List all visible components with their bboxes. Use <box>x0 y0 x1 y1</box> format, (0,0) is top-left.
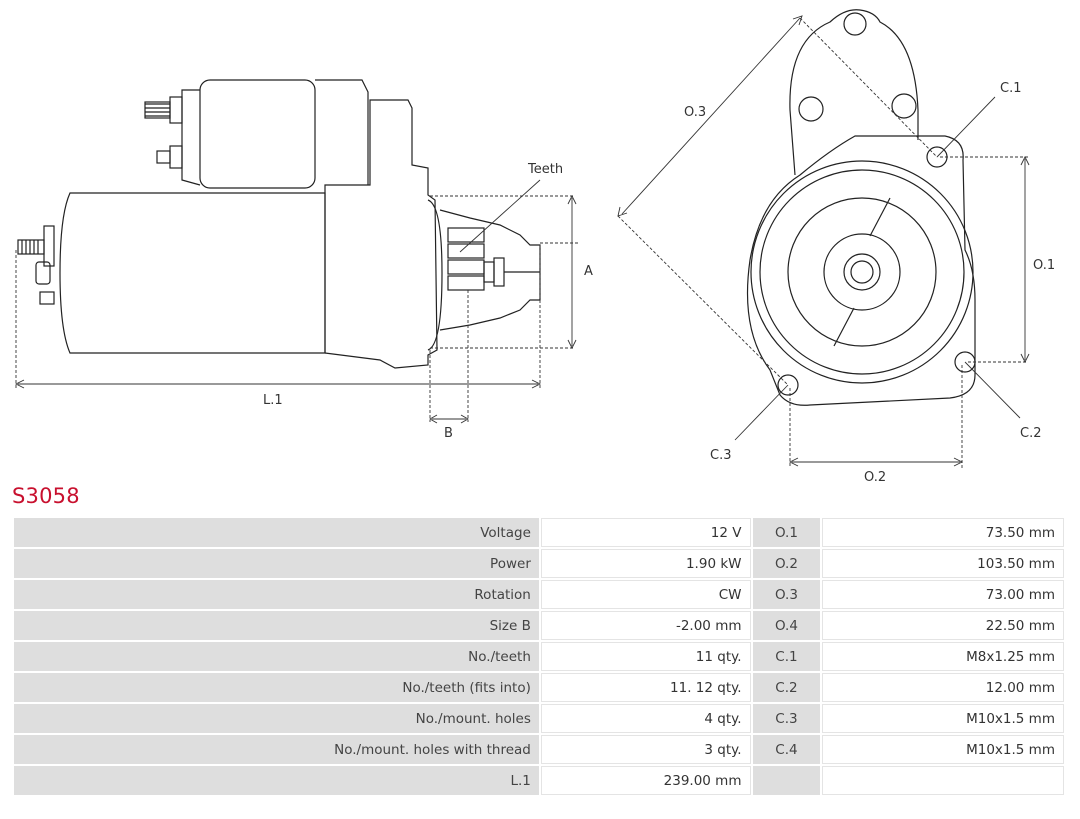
label-c3: C.3 <box>710 448 731 463</box>
spec-key: C.3 <box>752 704 821 733</box>
label-c1: C.1 <box>1000 81 1021 96</box>
spec-value: 3 qty. <box>540 735 751 764</box>
spec-key: O.3 <box>752 580 821 609</box>
spec-key: C.1 <box>752 642 821 671</box>
spec-label: Power <box>14 549 539 578</box>
front-view-dimensions <box>617 15 1030 468</box>
spec-key-value: M10x1.5 mm <box>822 704 1064 733</box>
spec-key: O.4 <box>752 611 821 640</box>
label-b: B <box>444 426 453 441</box>
label-c2: C.2 <box>1020 426 1041 441</box>
spec-value: 4 qty. <box>540 704 751 733</box>
spec-label: No./teeth (fits into) <box>14 673 539 702</box>
label-o3: O.3 <box>684 105 706 120</box>
spec-value: 12 V <box>540 518 751 547</box>
spec-label: Rotation <box>14 580 539 609</box>
spec-value: -2.00 mm <box>540 611 751 640</box>
front-view <box>746 9 976 406</box>
spec-label: No./mount. holes with thread <box>14 735 539 764</box>
spec-key: O.2 <box>752 549 821 578</box>
spec-key <box>752 766 821 795</box>
spec-label: No./teeth <box>14 642 539 671</box>
spec-value: 11. 12 qty. <box>540 673 751 702</box>
spec-value: 1.90 kW <box>540 549 751 578</box>
spec-key-value: 103.50 mm <box>822 549 1064 578</box>
side-view <box>17 79 541 369</box>
spec-key: C.4 <box>752 735 821 764</box>
spec-value: CW <box>540 580 751 609</box>
product-code: S3058 <box>12 484 80 508</box>
spec-key-value <box>822 766 1064 795</box>
spec-label: L.1 <box>14 766 539 795</box>
spec-key: C.2 <box>752 673 821 702</box>
label-teeth: Teeth <box>527 162 563 177</box>
spec-key-value: 73.50 mm <box>822 518 1064 547</box>
label-a: A <box>584 264 593 279</box>
spec-label: No./mount. holes <box>14 704 539 733</box>
spec-key: O.1 <box>752 518 821 547</box>
side-view-dimensions <box>14 179 580 424</box>
spec-label: Size B <box>14 611 539 640</box>
spec-key-value: M10x1.5 mm <box>822 735 1064 764</box>
spec-key-value: 12.00 mm <box>822 673 1064 702</box>
spec-value: 239.00 mm <box>540 766 751 795</box>
spec-key-value: 73.00 mm <box>822 580 1064 609</box>
spec-key-value: 22.50 mm <box>822 611 1064 640</box>
label-l1: L.1 <box>263 393 283 408</box>
spec-value: 11 qty. <box>540 642 751 671</box>
label-o2: O.2 <box>864 470 886 485</box>
technical-drawing: Teeth A L.1 B <box>14 9 1055 485</box>
spec-key-value: M8x1.25 mm <box>822 642 1064 671</box>
label-o1: O.1 <box>1033 258 1055 273</box>
spec-label: Voltage <box>14 518 539 547</box>
